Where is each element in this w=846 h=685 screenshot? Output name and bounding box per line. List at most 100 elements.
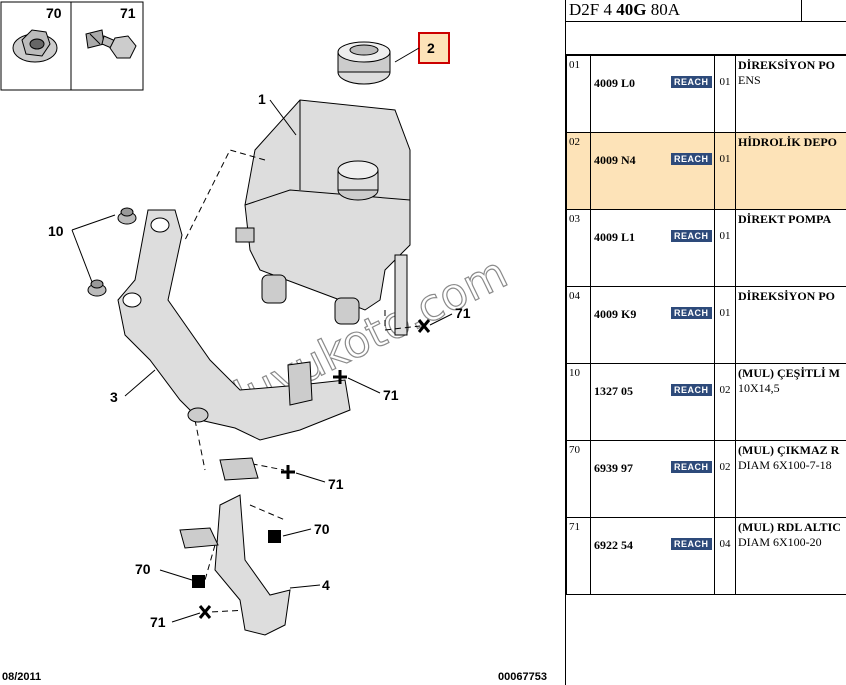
header-divider xyxy=(801,0,802,22)
part-name: HİDROLİK DEPO xyxy=(738,135,838,149)
reach-badge: REACH xyxy=(671,384,712,396)
part-code-cell: 4009 N4 REACH xyxy=(590,132,715,210)
part-reference[interactable]: 4009 L0 xyxy=(594,76,636,90)
part-description: HİDROLİK DEPO xyxy=(735,132,846,210)
part-description: DİREKSİYON PO xyxy=(735,286,846,364)
part-quantity: 01 xyxy=(714,209,736,287)
part-detail: 10X14,5 xyxy=(738,381,780,395)
leader-line xyxy=(171,612,201,623)
part-reference[interactable]: 4009 L1 xyxy=(594,230,636,244)
part-name: (MUL) ÇEŞİTLİ M xyxy=(738,366,841,380)
reach-badge: REACH xyxy=(671,461,712,473)
parts-list-subheader xyxy=(566,22,846,56)
part-reference[interactable]: 6922 54 xyxy=(594,538,633,552)
leader-line xyxy=(269,99,297,136)
part-quantity: 04 xyxy=(714,517,736,595)
row-index: 10 xyxy=(566,363,591,441)
nut-icon xyxy=(12,29,58,63)
leader-line xyxy=(71,214,116,283)
part-detail: DIAM 6X100-7-18 xyxy=(738,458,832,472)
leader-line xyxy=(295,472,326,483)
model-code: D2F 4 40G 80A xyxy=(569,0,680,20)
exploded-parts-diagram: 70 71 duyukoto.com 2 1 xyxy=(0,0,566,685)
part-code-cell: 1327 05 REACH xyxy=(590,363,715,441)
thumb-label-71: 71 xyxy=(120,5,136,21)
part-name: (MUL) ÇIKMAZ R xyxy=(738,443,840,457)
callout-label-2: 2 xyxy=(427,40,435,56)
lower-bracket xyxy=(179,457,291,636)
part-name: DİREKSİYON PO xyxy=(738,58,836,72)
row-index: 70 xyxy=(566,440,591,518)
mounting-guide-lines xyxy=(184,149,421,613)
part-label-70-b: 70 xyxy=(135,561,151,577)
part-detail: ENS xyxy=(738,73,761,87)
reach-badge: REACH xyxy=(671,538,712,550)
part-quantity: 02 xyxy=(714,440,736,518)
part-reference[interactable]: 1327 05 xyxy=(594,384,633,398)
part-code-cell: 4009 L1 REACH xyxy=(590,209,715,287)
nut-marker-icons xyxy=(192,530,281,588)
part-name: DİREKSİYON PO xyxy=(738,289,836,303)
part-label-71-c: 71 xyxy=(328,476,344,492)
part-label-1: 1 xyxy=(258,91,266,107)
leader-line xyxy=(394,47,420,63)
part-label-4: 4 xyxy=(322,577,330,593)
model-code-prefix: D2F 4 xyxy=(569,0,617,19)
grommet-lower xyxy=(87,279,107,297)
date-code: 08/2011 xyxy=(2,671,41,683)
row-index: 71 xyxy=(566,517,591,595)
part-detail: DIAM 6X100-20 xyxy=(738,535,822,549)
leader-line xyxy=(289,584,321,589)
parts-list-header: D2F 4 40G 80A xyxy=(566,0,846,22)
reach-badge: REACH xyxy=(671,153,712,165)
part-label-70-a: 70 xyxy=(314,521,330,537)
leader-line xyxy=(282,528,312,537)
leader-line xyxy=(429,313,453,326)
drawing-number: 00067753 xyxy=(498,671,547,683)
part-label-71-d: 71 xyxy=(150,614,166,630)
part-reference[interactable]: 4009 N4 xyxy=(594,153,636,167)
leader-line xyxy=(347,377,381,394)
part-quantity: 01 xyxy=(714,286,736,364)
part-quantity: 01 xyxy=(714,132,736,210)
model-code-suffix: 80A xyxy=(646,0,680,19)
part-description: DİREKT POMPA xyxy=(735,209,846,287)
fluid-reservoir xyxy=(235,99,411,336)
leader-line xyxy=(159,569,193,581)
part-code-cell: 6922 54 REACH xyxy=(590,517,715,595)
reach-badge: REACH xyxy=(671,230,712,242)
row-index: 02 xyxy=(566,132,591,210)
part-reference[interactable]: 6939 97 xyxy=(594,461,633,475)
row-index: 03 xyxy=(566,209,591,287)
part-reference[interactable]: 4009 K9 xyxy=(594,307,637,321)
reservoir-cap xyxy=(337,41,391,85)
row-index: 04 xyxy=(566,286,591,364)
screw-marker-icons xyxy=(198,319,431,619)
row-index: 01 xyxy=(566,55,591,133)
thumb-label-70: 70 xyxy=(46,5,62,21)
diagram-svg: 70 71 duyukoto.com 2 1 xyxy=(0,1,547,683)
part-label-71-a: 71 xyxy=(455,305,471,321)
grommet-upper xyxy=(117,207,137,225)
model-code-group: 40G xyxy=(616,0,647,19)
part-code-cell: 6939 97 REACH xyxy=(590,440,715,518)
support-bracket xyxy=(117,209,351,441)
part-quantity: 01 xyxy=(714,55,736,133)
part-name: (MUL) RDL ALTIC xyxy=(738,520,841,534)
leader-line xyxy=(124,369,156,397)
